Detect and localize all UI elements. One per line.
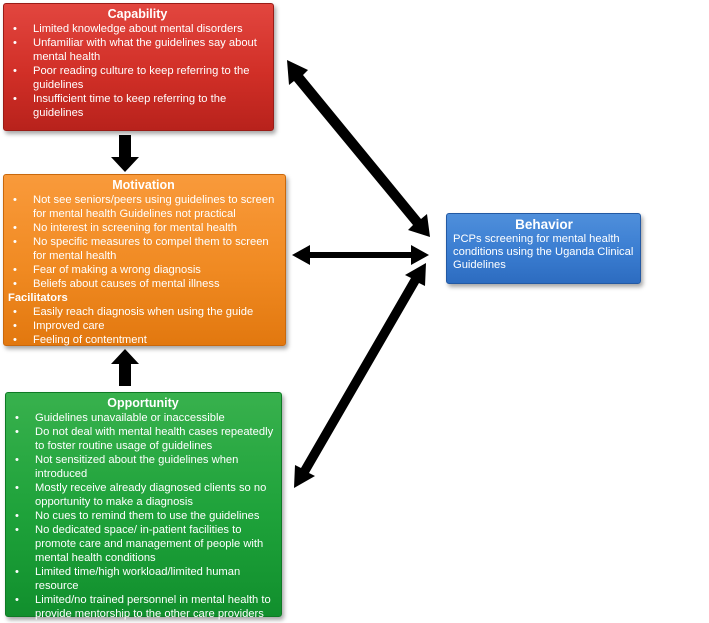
opportunity-item: Mostly receive already diagnosed clients… bbox=[10, 481, 276, 509]
facilitator-item: Feeling of contentment bbox=[8, 333, 279, 347]
opportunity-item: Do not deal with mental health cases rep… bbox=[10, 425, 276, 453]
capability-to-motivation-arrow bbox=[111, 135, 139, 172]
motivation-box: Motivation Not see seniors/peers using g… bbox=[3, 174, 286, 347]
facilitators-heading: Facilitators bbox=[8, 292, 68, 304]
capability-item: Poor reading culture to keep referring t… bbox=[8, 64, 267, 92]
opportunity-box: Opportunity Guidelines unavailable or in… bbox=[5, 392, 282, 620]
motivation-item: Fear of making a wrong diagnosis bbox=[8, 263, 279, 277]
opportunity-item: Limited/no trained personnel in mental h… bbox=[10, 593, 276, 621]
motivation-behavior-double-arrow bbox=[292, 245, 429, 265]
capability-box: Capability Limited knowledge about menta… bbox=[3, 3, 274, 131]
motivation-item: Not see seniors/peers using guidelines t… bbox=[8, 193, 279, 221]
capability-title: Capability bbox=[107, 7, 168, 21]
motivation-item: Beliefs about causes of mental illness bbox=[8, 277, 279, 291]
behavior-text: PCPs screening for mental health conditi… bbox=[453, 233, 634, 271]
motivation-title: Motivation bbox=[112, 178, 175, 192]
capability-item: Unfamiliar with what the guidelines say … bbox=[8, 36, 267, 64]
opportunity-item: Limited time/high workload/limited human… bbox=[10, 565, 276, 593]
opportunity-list: Guidelines unavailable or inaccessible D… bbox=[10, 411, 276, 621]
opportunity-to-motivation-arrow bbox=[111, 349, 139, 386]
opportunity-item: Not sensitized about the guidelines when… bbox=[10, 453, 276, 481]
capability-behavior-double-arrow bbox=[287, 60, 430, 237]
opportunity-title: Opportunity bbox=[107, 396, 179, 410]
facilitator-item: Easily reach diagnosis when using the gu… bbox=[8, 305, 279, 319]
motivation-list: Not see seniors/peers using guidelines t… bbox=[8, 193, 279, 291]
opportunity-behavior-double-arrow bbox=[294, 263, 426, 488]
facilitator-item: Improved care bbox=[8, 319, 279, 333]
behavior-box: Behavior PCPs screening for mental healt… bbox=[446, 213, 641, 284]
behavior-title: Behavior bbox=[515, 217, 573, 232]
capability-item: Limited knowledge about mental disorders bbox=[8, 22, 267, 36]
opportunity-item: No dedicated space/ in-patient facilitie… bbox=[10, 523, 276, 565]
opportunity-item: No cues to remind them to use the guidel… bbox=[10, 509, 276, 523]
capability-list: Limited knowledge about mental disorders… bbox=[8, 22, 267, 120]
opportunity-item: Guidelines unavailable or inaccessible bbox=[10, 411, 276, 425]
motivation-item: No interest in screening for mental heal… bbox=[8, 221, 279, 235]
motivation-item: No specific measures to compel them to s… bbox=[8, 235, 279, 263]
facilitators-list: Easily reach diagnosis when using the gu… bbox=[8, 305, 279, 347]
capability-item: Insufficient time to keep referring to t… bbox=[8, 92, 267, 120]
